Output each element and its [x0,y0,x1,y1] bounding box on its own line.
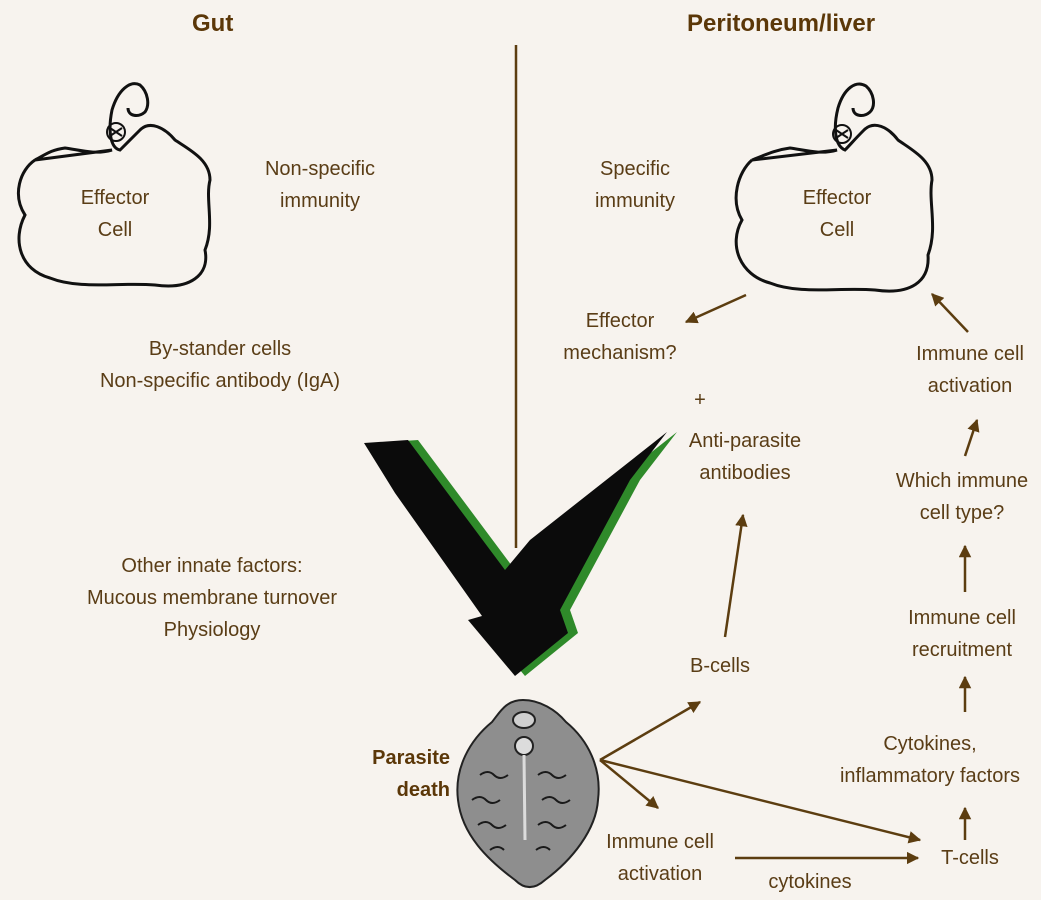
plus-sign: + [688,384,712,416]
b-cells-label: B-cells [670,650,770,682]
heading-gut: Gut [192,10,233,38]
arrow-parasite-to-bcells [600,702,700,760]
cytokines-label: cytokines [755,866,865,898]
effector-mechanism-label: Effector mechanism? [555,305,685,369]
bystander-label: By-stander cells Non-specific antibody (… [70,333,370,397]
cytokines-inflammatory-label: Cytokines, inflammatory factors [825,728,1035,792]
left-effector-cell-label: Effector Cell [60,182,170,246]
arrow-bcells-to-antibodies [725,515,743,637]
convergence-chevron [364,432,677,676]
innate-factors-label: Other innate factors: Mucous membrane tu… [62,550,362,646]
immune-cell-recruitment-label: Immune cell recruitment [892,602,1032,666]
heading-peritoneum-liver: Peritoneum/liver [687,10,875,38]
which-immune-cell-label: Which immune cell type? [887,465,1037,529]
immune-cell-activation-top-label: Immune cell activation [900,338,1040,402]
arrow-which-to-activation [965,420,977,456]
arrow-cell-to-mechanism [686,295,746,322]
right-effector-cell-label: Effector Cell [782,182,892,246]
parasite-illustration [457,700,598,887]
anti-parasite-antibodies-label: Anti-parasite antibodies [670,425,820,489]
non-specific-immunity-label: Non-specific immunity [250,153,390,217]
specific-immunity-label: Specific immunity [575,153,695,217]
parasite-death-label: Parasite death [350,742,450,806]
arrow-activation-to-cell [932,294,968,332]
immune-cell-activation-bottom-label: Immune cell activation [590,826,730,890]
t-cells-label: T-cells [925,842,1015,874]
